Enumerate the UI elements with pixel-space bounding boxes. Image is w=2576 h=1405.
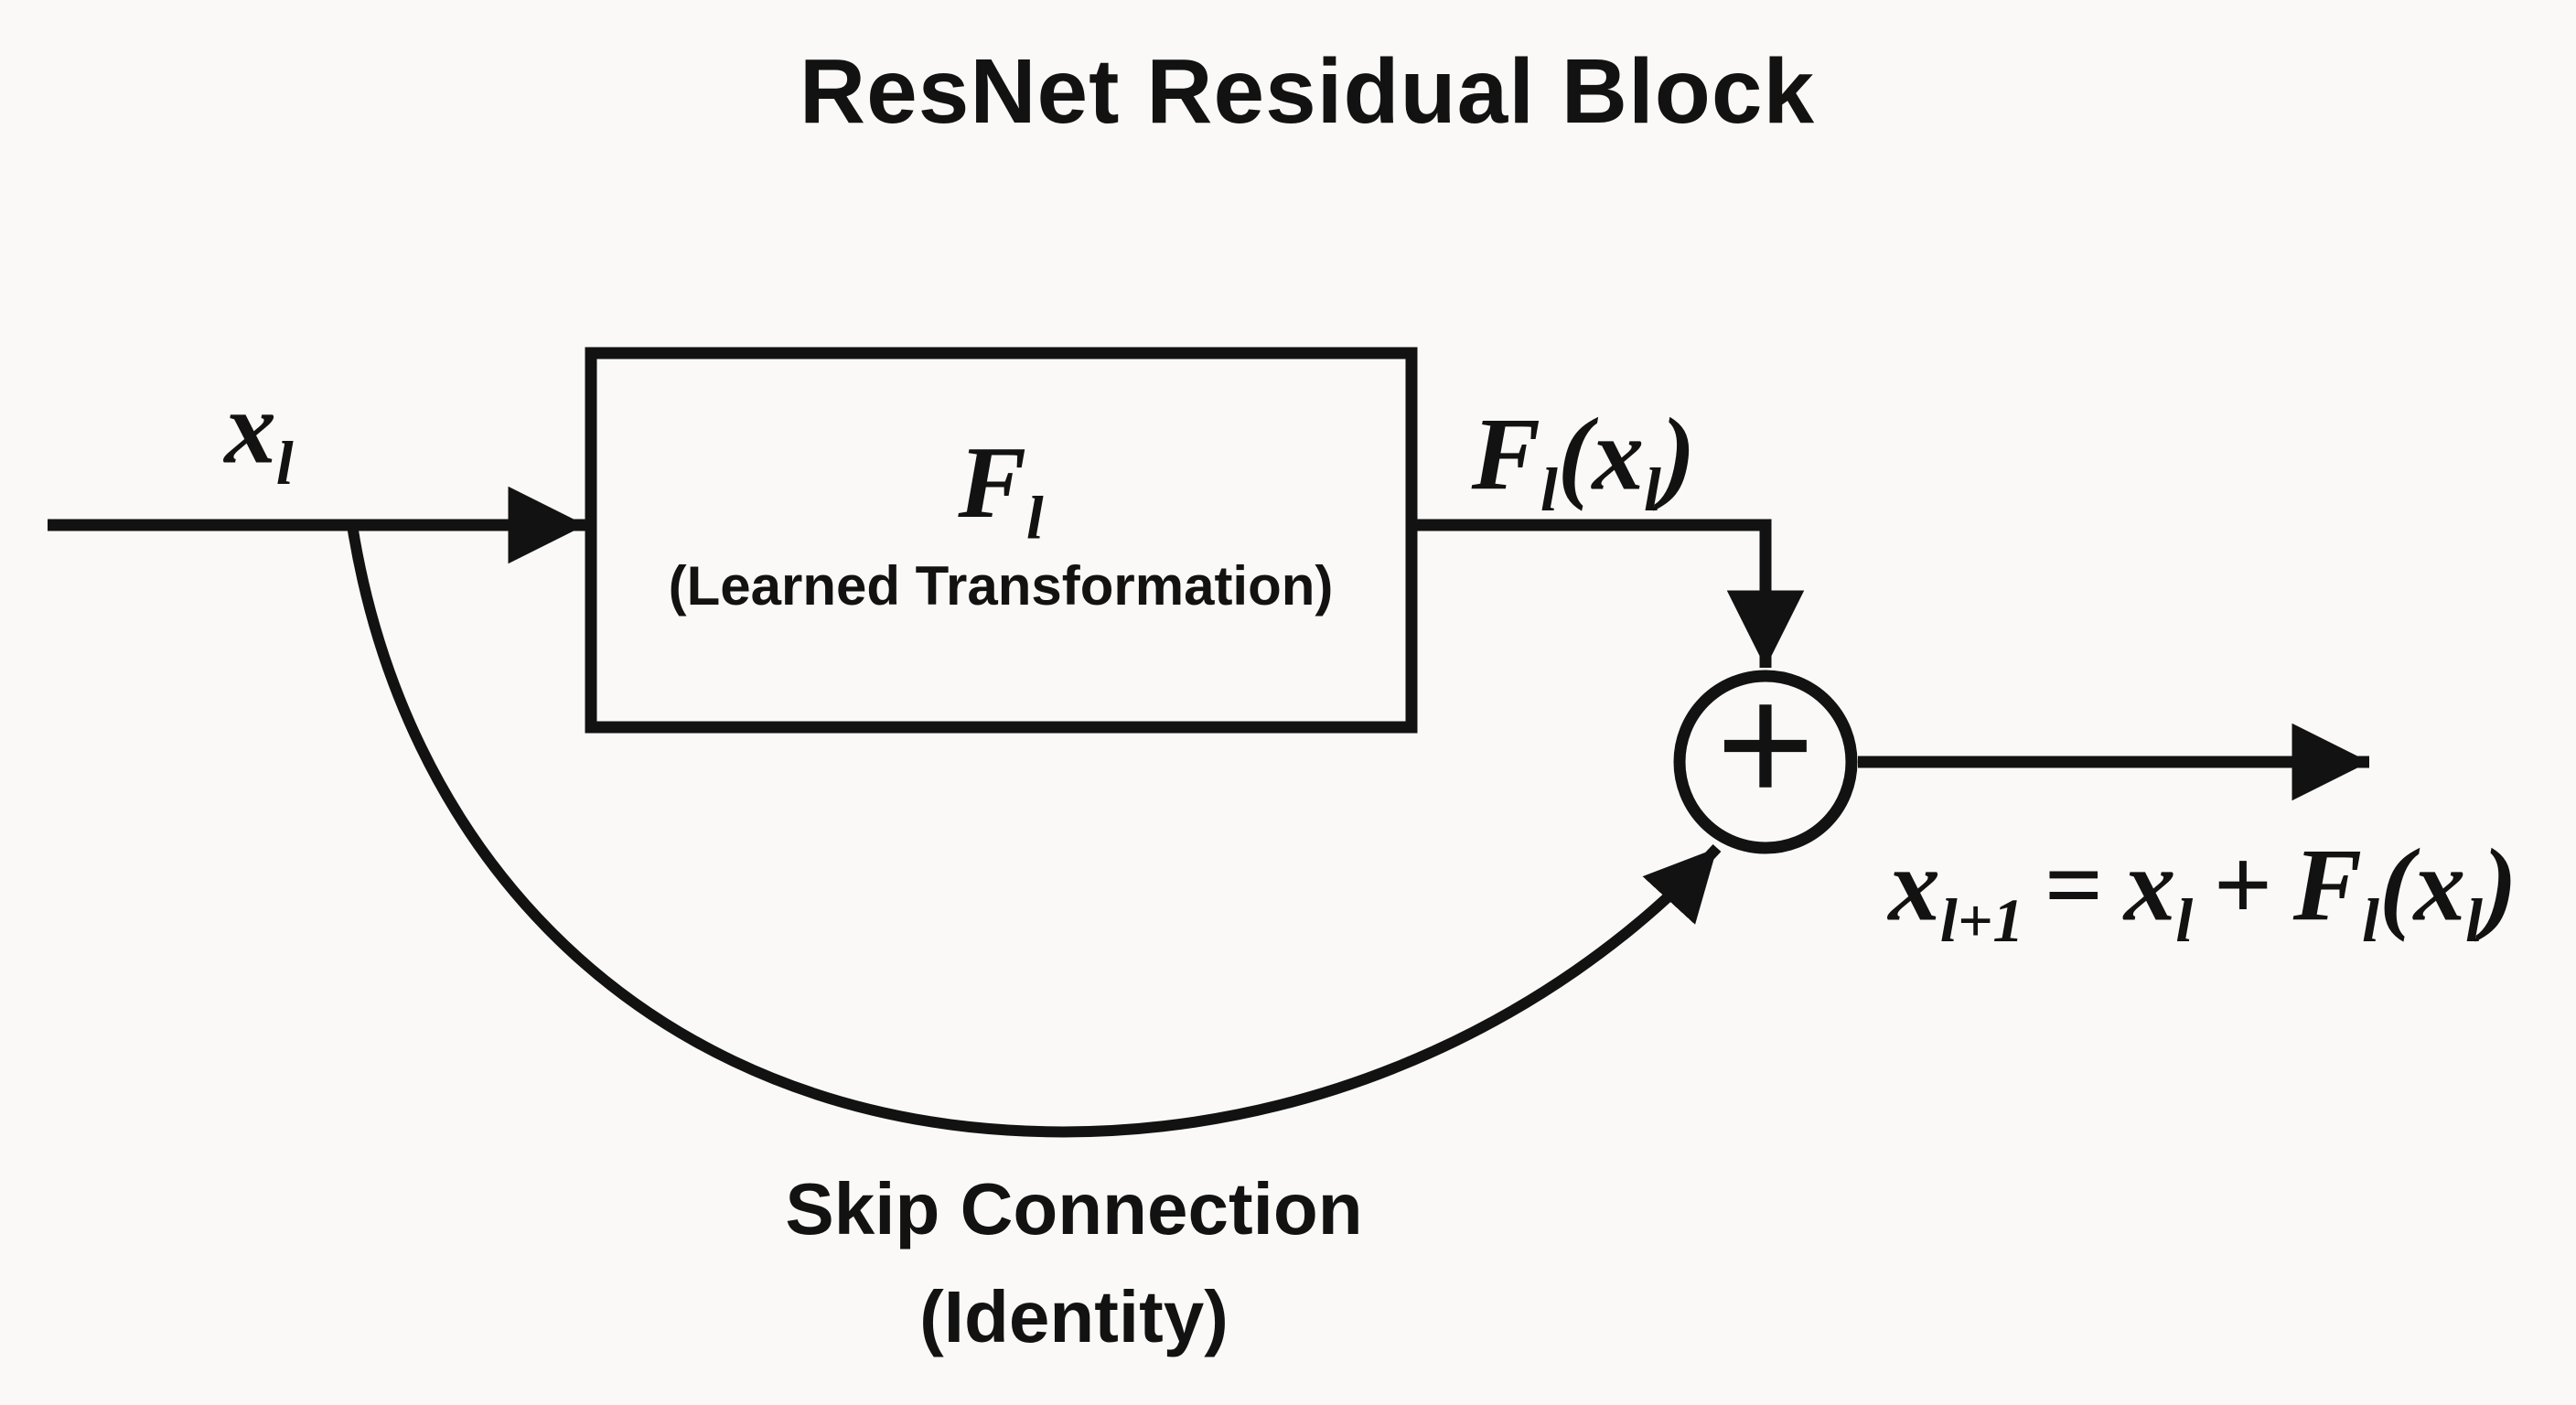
- skip-connection-label-line2: (Identity): [919, 1276, 1229, 1357]
- input-label: xl: [224, 370, 294, 499]
- skip-connection-label-line1: Skip Connection: [785, 1168, 1363, 1249]
- sum-node-circle: [1673, 670, 1858, 854]
- block-output-arrow: [1411, 519, 1805, 668]
- block-name-label: Fl: [958, 426, 1044, 552]
- output-equation: xl+1=xl+Fl(xl): [1888, 828, 2517, 956]
- page-title: ResNet Residual Block: [799, 40, 1816, 143]
- block-description-label: (Learned Transformation): [668, 555, 1334, 617]
- transform-block-box: [585, 347, 1418, 734]
- skip-connection-curve: [347, 524, 1722, 1138]
- block-output-label: Fl(xl): [1471, 397, 1696, 525]
- plus-icon: +: [1716, 650, 1815, 839]
